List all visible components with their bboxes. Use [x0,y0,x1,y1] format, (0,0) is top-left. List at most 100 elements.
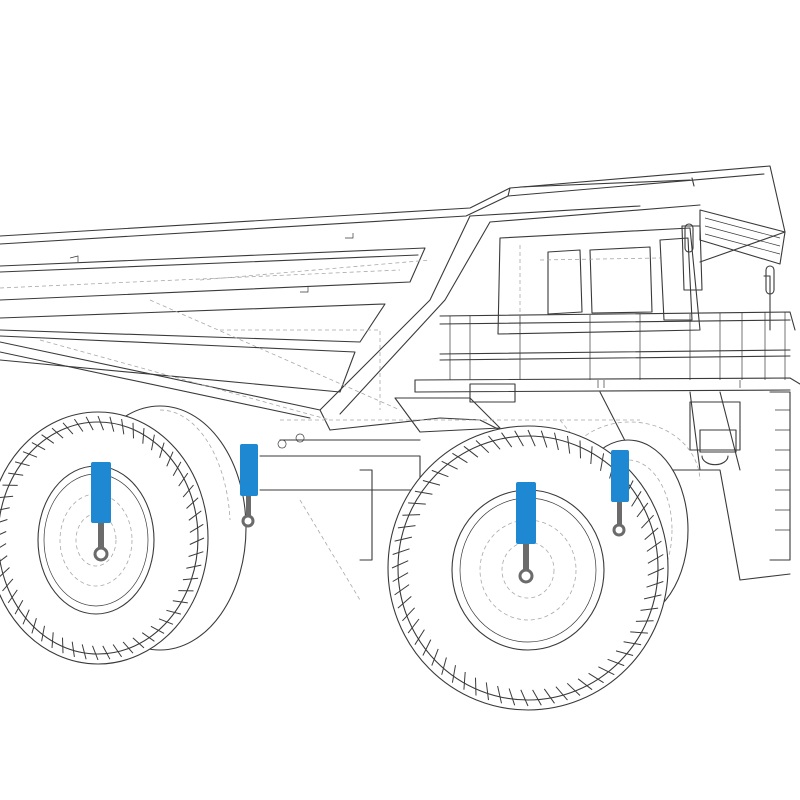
tire-tread-lug [485,682,489,701]
tire-tread-lug [172,600,188,604]
dump-body [0,165,786,431]
tire-tread-lug [62,422,74,435]
tire-tread-lug [85,416,94,431]
tire-tread-lug [2,578,14,592]
tire-tread-lug [62,637,64,654]
tire-tread-lug [647,567,665,576]
tire-tread-lug [631,491,642,507]
tire-tread-lug [121,419,125,435]
tire-tread-lug [588,672,604,684]
suspension-cylinder-front-inner [611,450,629,537]
tire-tread-lug [451,665,456,683]
tire-tread-lug [158,618,174,625]
tire-tread-lug [182,577,199,581]
tire-tread-lug [497,685,502,704]
tire-tread-lug [0,543,7,548]
tire-tread-lug [51,632,54,648]
tire-tread-lug [0,531,7,535]
tire-tread-lug [14,599,24,615]
tire-tread-lug [112,644,123,658]
rear-wheels [0,405,247,665]
tire-tread-lug [422,639,432,656]
tire-tread-lug [643,594,662,600]
tire-tread-lug [178,472,189,487]
tire-tread-lug [392,572,409,582]
tire-tread-lug [600,453,605,471]
operator-cab [497,223,775,335]
tire-tread-lug [394,536,413,542]
tire-tread-lug [81,644,87,660]
tire-tread-lug [630,631,648,634]
tire-tread-lug [0,507,10,511]
tire-tread-lug [22,609,30,625]
tire-tread-lug [402,607,415,622]
tire-tread-lug [579,440,581,459]
tire-tread-lug [422,480,441,486]
tire-tread-lug [452,452,468,464]
tire-tread-lug [132,422,134,439]
tire-tread-lug [0,567,10,578]
tire-tread-lug [407,618,420,634]
tire-tread-lug [7,589,18,604]
tire-tread-lug [31,618,37,634]
tire-tread-lug [92,645,99,661]
tire-tread-lug [555,686,568,701]
tire-tread-lug [150,625,165,634]
tire-tread-lug [615,650,634,656]
tire-tread-lug [646,540,662,552]
tire-tread-lug [8,472,24,476]
tire-tread-lug [501,432,513,448]
tire-tread-lug [394,584,410,596]
tire-tread-lug [166,451,174,467]
tire-tread-lug [122,641,134,654]
tire-tread-lug [41,434,55,444]
tire-tread-lug [441,460,458,470]
tire-tread-lug [441,657,447,675]
tire-tread-lug [0,555,8,562]
tire-tread-lug [172,461,182,477]
tire-tread-lug [527,429,536,447]
tire-tread-lug [186,497,199,509]
tire-tread-lug [567,435,571,454]
front-wheels [387,425,689,711]
deck-railing [414,311,800,403]
tire-tread-lug [607,658,625,667]
tire-tread-lug [0,495,14,499]
tire-tread-lug [463,445,479,458]
tire-tread-lug [51,427,64,439]
tire-tread-lug [463,671,466,690]
tire-tread-lug [566,682,581,696]
tire-tread-lug [141,632,155,642]
tire-tread-lug [431,648,439,666]
tire-tread-lug [598,666,615,676]
suspension-cylinders [91,444,629,584]
tire-tread-lug [392,548,410,555]
tire-tread-lug [397,596,412,609]
tire-tread-lug [182,484,194,498]
tire-tread-lug [644,527,659,540]
tire-tread-lug [590,446,593,465]
suspension-cylinder-front-outer [516,482,536,584]
tire-tread-lug [0,519,8,523]
tire-tread-lug [532,689,542,706]
tire-tread-lug [71,641,75,657]
tire-tread-lug [577,678,593,691]
tire-tread-lug [142,428,145,444]
tire-tread-lug [102,645,111,660]
tire-tread-lug [151,434,155,451]
tire-tread-lug [475,440,490,454]
suspension-cylinder-rear-inner [240,444,258,528]
tire-tread-lug [475,677,477,696]
tire-tread-lug [554,432,559,451]
tire-tread-lug [109,416,115,432]
tire-tread-lug [397,525,416,529]
tire-tread-lug [635,620,654,622]
tire-tread-lug [640,607,659,611]
tire-tread-lug [41,625,45,642]
tire-tread-lug [647,554,664,564]
tire-tread-lug [402,514,421,516]
tire-tread-lug [189,523,204,533]
tire-tread-lug [14,461,30,467]
tire-tread-lug [408,502,426,505]
